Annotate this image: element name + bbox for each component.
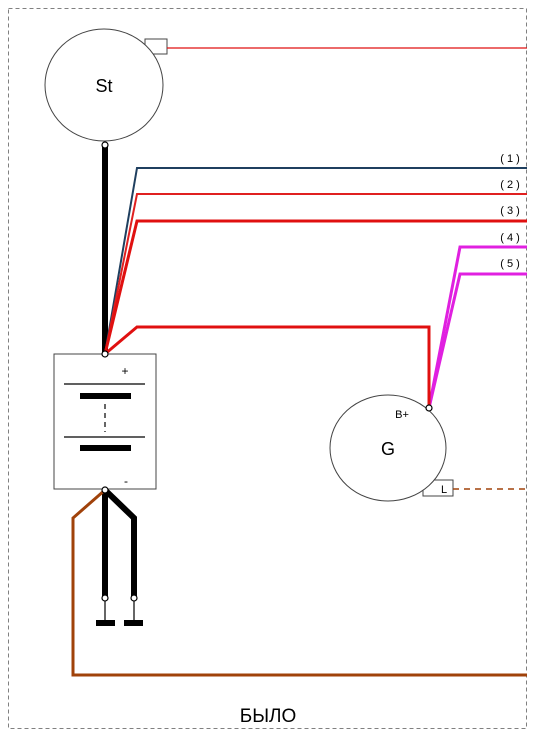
battery-plus-label: +	[121, 364, 128, 378]
battery-box	[53, 353, 157, 490]
starter-label: St	[95, 76, 112, 96]
generator-body	[329, 394, 447, 502]
wire-2	[104, 193, 527, 355]
battery-minus-terminal	[101, 486, 109, 494]
wire-1	[104, 167, 527, 355]
ground-node-1	[101, 594, 109, 602]
battery-plus-terminal	[101, 350, 109, 358]
wire-4	[427, 245, 527, 409]
wire-label-2: ( 2 )	[500, 179, 520, 191]
generator-bplus-terminal	[425, 404, 433, 412]
battery-minus-label: -	[124, 474, 128, 488]
brown-ground-wire	[71, 488, 527, 677]
generator-label: G	[381, 439, 395, 459]
caption: БЫЛО	[240, 706, 297, 727]
ground-cable-2	[102, 487, 137, 598]
generator-l-label: L	[441, 484, 447, 496]
dashed-frame	[8, 8, 527, 729]
wire-3	[103, 219, 527, 355]
generator-bplus-label: B+	[395, 409, 409, 421]
starter-cable-node	[101, 141, 109, 149]
wire-label-4: ( 4 )	[500, 232, 520, 244]
wire-label-1: ( 1 )	[500, 153, 520, 165]
starter: St	[44, 28, 168, 142]
battery: + -	[53, 353, 157, 490]
charge-wire	[104, 325, 431, 408]
wire-5	[427, 272, 527, 409]
wire-label-5: ( 5 )	[500, 258, 520, 270]
starter-body	[44, 28, 164, 142]
ground-node-2	[130, 594, 138, 602]
generator: G B+ L	[329, 394, 454, 502]
wire-label-3: ( 3 )	[500, 205, 520, 217]
